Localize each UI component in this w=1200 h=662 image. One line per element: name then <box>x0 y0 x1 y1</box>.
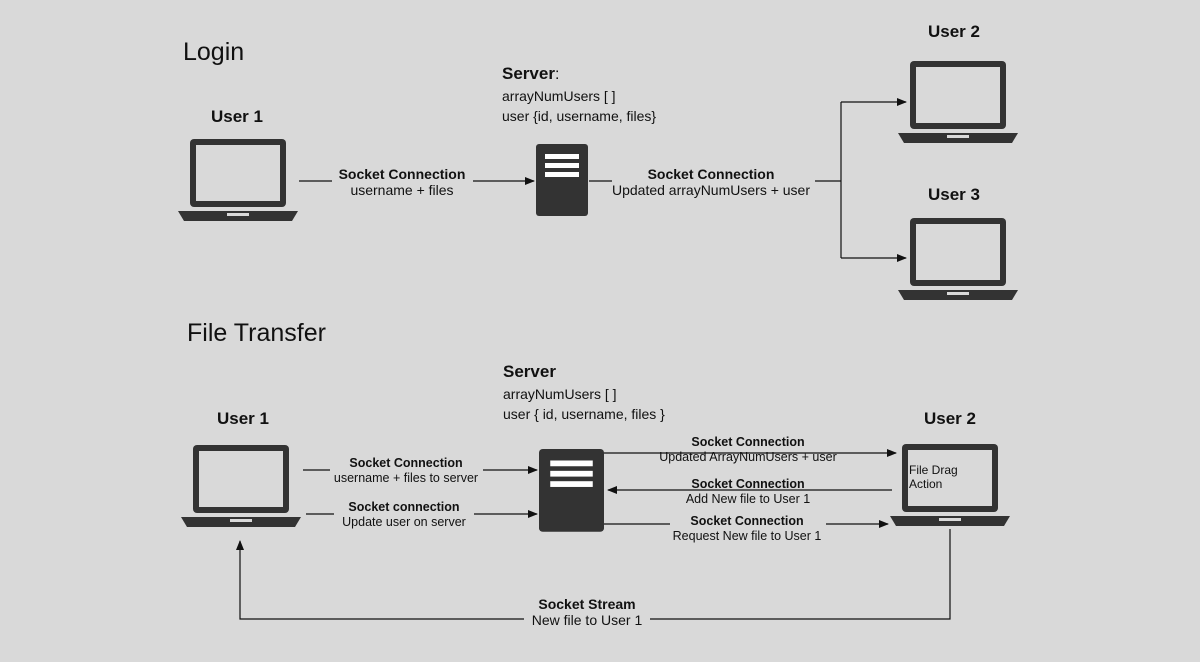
edge-subtitle: Updated arrayNumUsers + user <box>611 182 811 198</box>
file-drag-action-text: File Drag Action <box>909 463 958 491</box>
login-server-info: Server: arrayNumUsers [ ] user {id, user… <box>502 64 656 124</box>
login-section-title: Login <box>183 38 245 66</box>
transfer-edge2-label: Socket connection Update user on server <box>330 500 478 530</box>
edge-subtitle: New file to User 1 <box>531 612 643 628</box>
user2-laptop-icon <box>898 61 1018 143</box>
edge-title: Socket Connection <box>338 166 466 182</box>
edge-title: Socket Connection <box>691 435 805 449</box>
edge-title: Socket Stream <box>538 596 636 612</box>
transfer-edge5-label: Socket Connection Request New file to Us… <box>664 514 830 544</box>
transfer-server-info: Server arrayNumUsers [ ] user { id, user… <box>503 362 665 422</box>
edge-subtitle: Update user on server <box>342 515 466 529</box>
transfer-edge4-label: Socket Connection Add New file to User 1 <box>668 477 828 507</box>
stream-left-arrow <box>236 540 524 620</box>
login-server-name: Server <box>502 64 555 83</box>
transfer-user1-label: User 1 <box>217 409 269 428</box>
edge-subtitle: username + files <box>350 182 454 198</box>
transfer-user1-laptop-icon <box>181 445 301 527</box>
edge-subtitle: Updated ArrayNumUsers + user <box>659 450 837 464</box>
transfer-server-name: Server <box>503 362 556 381</box>
edge-subtitle: Add New file to User 1 <box>685 492 811 506</box>
login-edge1-label: Socket Connection username + files <box>330 166 474 198</box>
edge-title: Socket Connection <box>690 514 804 528</box>
edge-title: Socket Connection <box>691 477 805 491</box>
login-server-colon: : <box>554 66 560 83</box>
stream-right-segment <box>650 529 951 620</box>
transfer-server-line-1: arrayNumUsers [ ] <box>503 386 617 402</box>
transfer-user2-label: User 2 <box>924 409 976 428</box>
user3-laptop-icon <box>898 218 1018 300</box>
transfer-server-icon <box>539 449 604 532</box>
server-icon <box>536 144 588 216</box>
edge-subtitle: Request New file to User 1 <box>672 529 822 543</box>
user1-laptop-icon <box>178 139 298 221</box>
login-edge2-label: Socket Connection Updated arrayNumUsers … <box>610 166 812 198</box>
login-user1-label: User 1 <box>211 107 263 126</box>
edge-title: Socket Connection <box>349 456 463 470</box>
login-user2-label: User 2 <box>928 22 980 41</box>
transfer-server-line-2: user { id, username, files } <box>503 406 665 422</box>
edge-subtitle: username + files to server <box>333 471 479 485</box>
login-user3-label: User 3 <box>928 185 980 204</box>
login-server-line-2: user {id, username, files} <box>502 108 657 124</box>
login-server-line-1: arrayNumUsers [ ] <box>502 88 616 104</box>
edge-title: Socket connection <box>348 500 460 514</box>
socket-stream-label: Socket Stream New file to User 1 <box>518 596 656 628</box>
transfer-section-title: File Transfer <box>187 319 326 347</box>
transfer-edge1-label: Socket Connection username + files to se… <box>326 456 486 486</box>
transfer-edge3-label: Socket Connection Updated ArrayNumUsers … <box>653 435 843 465</box>
edge-title: Socket Connection <box>647 166 775 182</box>
